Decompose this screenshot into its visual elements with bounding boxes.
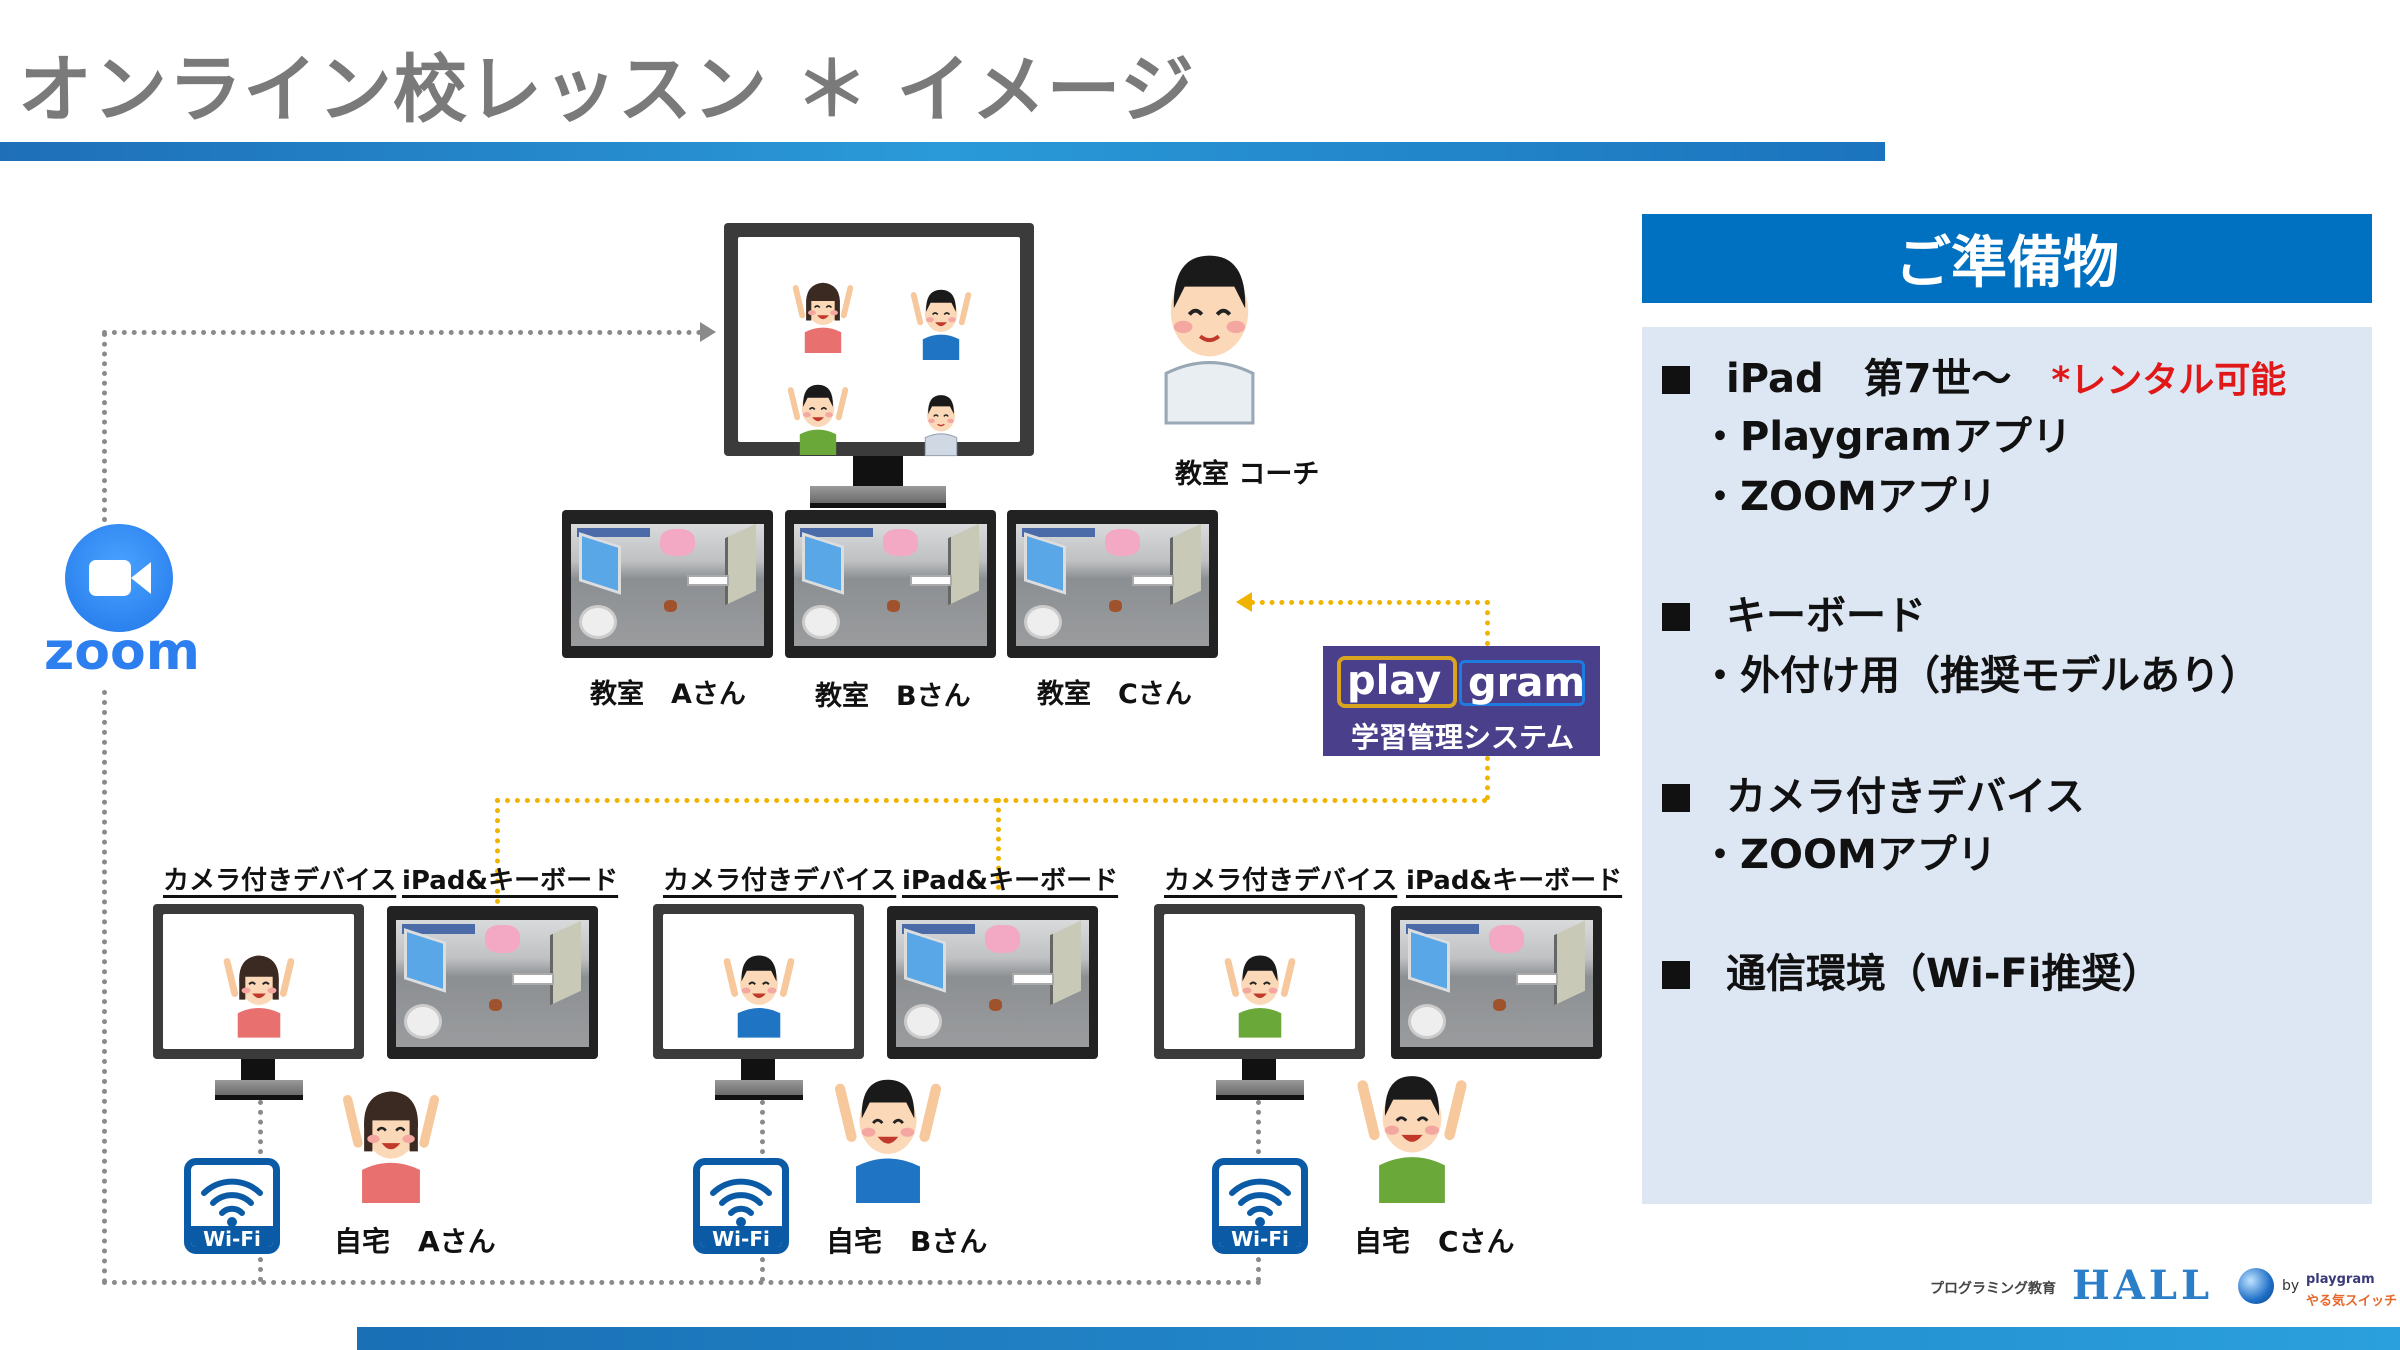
playgram-logo-left: play (1337, 656, 1457, 708)
bullet-square-icon (1662, 603, 1690, 631)
home-camera-monitor (653, 904, 864, 1059)
item-sub: ・外付け用（推奨モデルあり） (1700, 653, 2260, 699)
playgram-connection-line (495, 798, 1488, 803)
playgram-logo: play gram 学習管理システム (1323, 646, 1600, 756)
home-student-avatar (329, 1079, 453, 1203)
home-camera-monitor (153, 904, 364, 1059)
home-student-label: 自宅 Cさん (1354, 1225, 1515, 1258)
playgram-connection-line (1485, 756, 1490, 800)
zoom-connection-line (102, 332, 107, 532)
playgram-logo-right: gram (1459, 660, 1585, 706)
home-camera-monitor (1154, 904, 1365, 1059)
item-sub: ・ZOOMアプリ (1700, 832, 1997, 878)
home-student-avatar (826, 1066, 950, 1203)
item-camera-device: カメラ付きデバイス (1662, 764, 2085, 822)
monitor-stand (741, 1059, 775, 1083)
zoom-logo-icon (65, 524, 173, 632)
footer-partner-yarukiswitch: やる気スイッチ (2306, 1294, 2398, 1309)
bullet-square-icon (1662, 784, 1690, 812)
home-student-label: 自宅 Bさん (826, 1225, 988, 1258)
monitor-base (215, 1080, 303, 1100)
wifi-icon: Wi-Fi (693, 1158, 789, 1254)
wifi-icon: Wi-Fi (1212, 1158, 1308, 1254)
playgram-connection-line (1485, 600, 1490, 646)
student-c-avatar (783, 377, 853, 455)
page-title: オンライン校レッスン ＊ イメージ (18, 47, 1196, 133)
zoom-connection-line (102, 1280, 1262, 1285)
student-avatar (221, 944, 297, 1040)
monitor-base (1216, 1080, 1304, 1100)
preparation-panel (1642, 327, 2372, 1204)
home-student-avatar (1350, 1062, 1474, 1203)
preparation-heading: ご準備物 (1642, 214, 2372, 303)
bullet-square-icon (1662, 366, 1690, 394)
coach-avatar (1132, 214, 1287, 446)
playgram-game-screen (896, 920, 1089, 1047)
wifi-icon: Wi-Fi (184, 1158, 280, 1254)
item-sub: ・Playgramアプリ (1700, 414, 2072, 460)
footer-brand: HALL (2072, 1262, 2214, 1309)
camera-device-label: カメラ付きデバイス (163, 866, 397, 896)
ipad-keyboard-label: iPad&キーボード (1406, 866, 1623, 896)
classroom-tablet-c (1007, 510, 1218, 658)
wifi-label: Wi-Fi (1219, 1225, 1301, 1247)
playgram-caption: 学習管理システム (1351, 721, 1575, 754)
arrow-left-icon (1236, 592, 1252, 612)
monitor-stand (241, 1059, 275, 1083)
zoom-connection-line (102, 690, 107, 1284)
wifi-label: Wi-Fi (191, 1225, 273, 1247)
home-ipad (1391, 906, 1602, 1059)
playgram-connection-line (495, 798, 500, 904)
wifi-label: Wi-Fi (700, 1225, 782, 1247)
tablet-label: 教室 Aさん (590, 679, 746, 710)
student-avatar (1222, 944, 1298, 1040)
arrow-right-icon (700, 322, 716, 342)
rental-note: *レンタル可能 (2051, 360, 2287, 401)
playgram-game-screen (396, 920, 589, 1047)
item-label: キーボード (1726, 593, 1926, 639)
student-b-avatar (906, 282, 976, 360)
zoom-connection-line (102, 330, 702, 335)
playgram-connection-line (996, 798, 1001, 890)
title-underline-bar (0, 142, 1885, 161)
coach-label: 教室 コーチ (1175, 459, 1320, 490)
item-ipad: iPad 第7世～ *レンタル可能 (1662, 346, 2286, 404)
student-a-avatar (788, 275, 858, 353)
playgram-connection-line (1250, 600, 1490, 605)
home-ipad (387, 906, 598, 1059)
item-label: iPad 第7世～ (1726, 356, 2012, 402)
classroom-tablet-b (785, 510, 996, 658)
home-ipad (887, 906, 1098, 1059)
item-label: 通信環境（Wi-Fi推奨） (1726, 951, 2162, 997)
playgram-game-screen (571, 524, 764, 646)
monitor-base (810, 486, 946, 508)
item-sub: ・ZOOMアプリ (1700, 474, 1997, 520)
footer-by: by (2282, 1278, 2300, 1294)
classroom-tablet-a (562, 510, 773, 658)
tablet-label: 教室 Cさん (1037, 679, 1192, 710)
playgram-game-screen (794, 524, 987, 646)
globe-icon (2238, 1268, 2274, 1304)
student-avatar (721, 944, 797, 1040)
playgram-game-screen (1016, 524, 1209, 646)
classroom-monitor (724, 223, 1034, 457)
item-label: カメラ付きデバイス (1726, 774, 2085, 820)
bullet-square-icon (1662, 961, 1690, 989)
ipad-keyboard-label: iPad&キーボード (402, 866, 619, 896)
monitor-base (715, 1080, 803, 1100)
home-student-label: 自宅 Aさん (334, 1225, 496, 1258)
ipad-keyboard-label: iPad&キーボード (902, 866, 1119, 896)
item-keyboard: キーボード (1662, 583, 1926, 641)
camera-device-label: カメラ付きデバイス (1164, 866, 1398, 896)
zoom-label: zoom (44, 622, 200, 682)
playgram-game-screen (1400, 920, 1593, 1047)
tablet-label: 教室 Bさん (815, 681, 971, 712)
footer-bar (357, 1327, 2400, 1350)
monitor-stand (1242, 1059, 1276, 1083)
camera-device-label: カメラ付きデバイス (663, 866, 897, 896)
coach-small-avatar (913, 387, 969, 457)
footer-prefix: プログラミング教育 (1930, 1281, 2056, 1297)
footer-partner-playgram: playgram (2306, 1272, 2375, 1287)
item-network: 通信環境（Wi-Fi推奨） (1662, 941, 2161, 999)
